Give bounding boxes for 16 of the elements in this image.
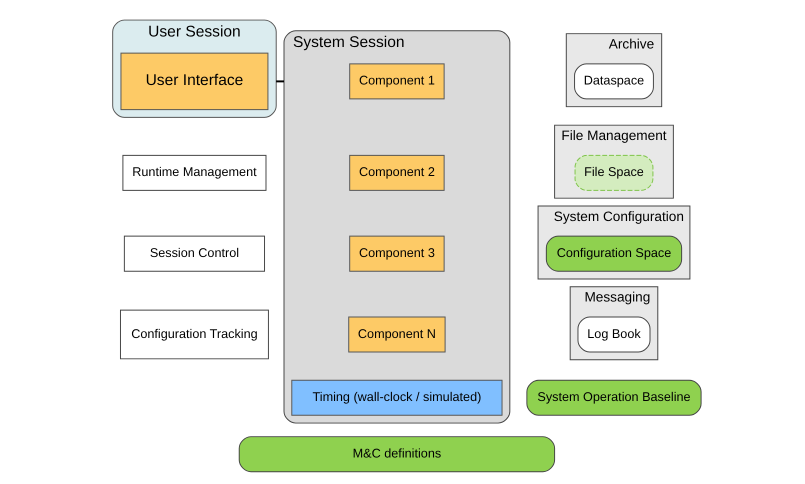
node-box: Runtime Management	[122, 154, 266, 191]
node-box: Component 1	[348, 63, 444, 100]
node-box: User Interface	[120, 52, 268, 110]
node-box: M&C definitions	[238, 436, 555, 472]
connector	[276, 80, 284, 82]
node-box: Configuration Space	[545, 236, 682, 272]
node-box: Component N	[348, 316, 446, 352]
node-box: System Operation Baseline	[526, 380, 702, 416]
node-box: Component 3	[348, 236, 444, 272]
node-box: Configuration Tracking	[119, 310, 268, 360]
node-box: Session Control	[123, 236, 265, 272]
node-box: Timing (wall-clock / simulated)	[290, 380, 502, 416]
node-box: File Space	[574, 154, 653, 191]
node-box: Component 2	[348, 154, 444, 191]
node-box: Dataspace	[574, 63, 654, 100]
node-box: Log Book	[576, 316, 650, 352]
